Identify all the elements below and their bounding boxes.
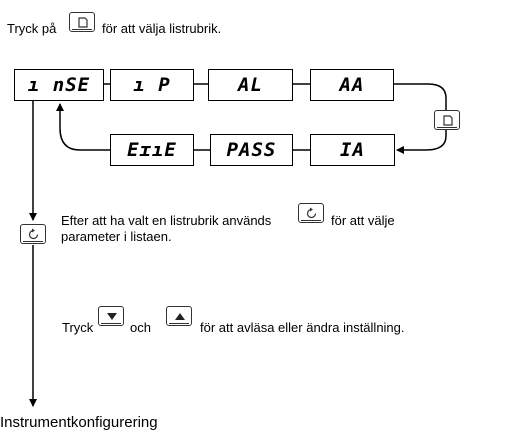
adjust-instruction-mid: och (130, 320, 151, 335)
link-aa-pagekey (394, 83, 447, 110)
scroll-key-inline-icon (298, 203, 324, 223)
menu-ip-label: ı P (133, 74, 171, 96)
footer-title: Instrumentkonfigurering (0, 414, 158, 431)
page-key-loop-icon (434, 110, 460, 130)
link-pagekey-ia (396, 130, 447, 154)
header-prefix: Tryck på (7, 21, 57, 36)
page-key-icon (69, 12, 95, 32)
menu-ia-label: IA (340, 139, 365, 161)
menu-al[interactable]: AL (208, 69, 293, 101)
menu-ia[interactable]: IA (310, 134, 395, 166)
scroll-instruction-suffix: för att välje (331, 213, 395, 228)
scroll-key-icon (20, 224, 46, 244)
menu-al-label: AL (238, 74, 263, 96)
adjust-instruction-suffix: för att avläsa eller ändra inställning. (200, 320, 405, 335)
header-suffix: för att välja listrubrik. (102, 21, 222, 36)
menu-aa[interactable]: AA (310, 69, 394, 101)
menu-pass[interactable]: PASS (210, 134, 293, 166)
menu-exit[interactable]: EɪıE (110, 134, 194, 166)
down-arrow-key-icon (98, 306, 124, 326)
menu-pass-label: PASS (226, 139, 277, 161)
menu-inst-label: ı nSE (27, 74, 91, 96)
scroll-instruction-prefix: Efter att ha valt en listrubrik används (61, 213, 272, 228)
link-exit-inst (56, 103, 110, 151)
menu-inst[interactable]: ı nSE (14, 69, 104, 101)
scroll-instruction-line2: parameter i listaen. (61, 229, 172, 244)
menu-aa-label: AA (339, 74, 365, 96)
adjust-instruction-prefix: Tryck (62, 320, 94, 335)
menu-ip[interactable]: ı P (110, 69, 194, 101)
up-arrow-key-icon (166, 306, 192, 326)
menu-exit-label: EɪıE (127, 139, 177, 161)
